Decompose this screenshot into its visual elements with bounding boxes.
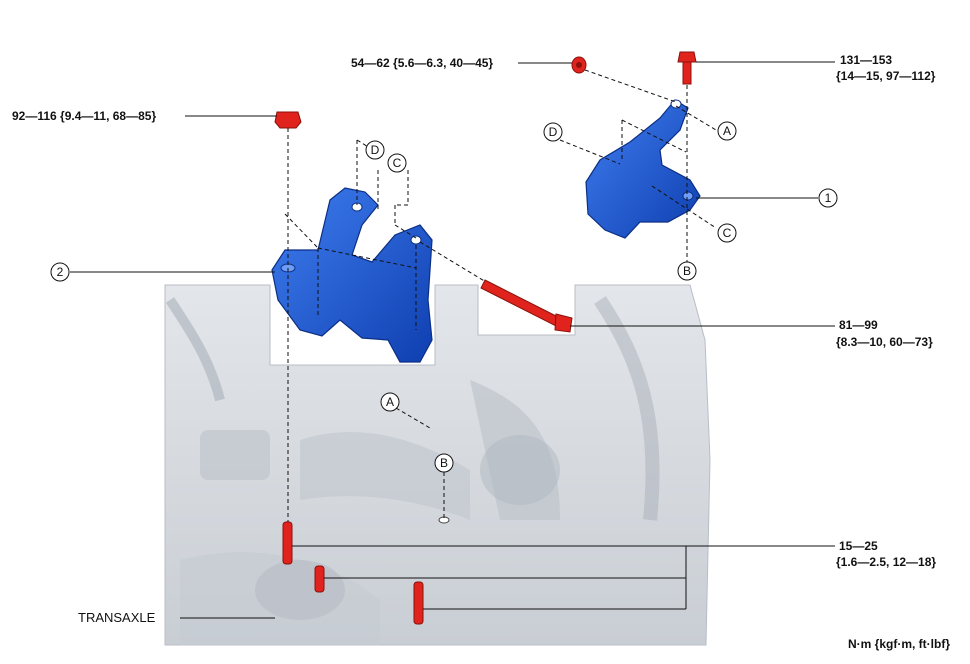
svg-text:D: D — [549, 125, 558, 139]
callout-c-right: C — [717, 223, 737, 243]
callout-a-bottom: A — [380, 392, 400, 412]
torque-label-nut-left: 92—116 {9.4—11, 68—85} — [12, 109, 156, 123]
dashed-lines — [284, 69, 717, 522]
callout-part-1: 1 — [818, 188, 838, 208]
engine-mount-bracket-part-2 — [271, 187, 433, 363]
svg-text:B: B — [683, 264, 691, 278]
callout-b-bottom: B — [434, 453, 454, 473]
svg-text:B: B — [440, 456, 448, 470]
svg-text:D: D — [371, 143, 380, 157]
svg-text:A: A — [386, 395, 394, 409]
units-label: N·m {kgf·m, ft·lbf} — [848, 637, 950, 651]
svg-text:2: 2 — [57, 265, 64, 279]
engine-mount-part-1 — [585, 99, 701, 239]
svg-text:1: 1 — [825, 191, 832, 205]
svg-text:C: C — [393, 156, 402, 170]
callout-c-left: C — [387, 153, 407, 173]
svg-text:C: C — [723, 226, 732, 240]
torque-labels: 54—62 {5.6—6.3, 40—45} 131—153 {14—15, 9… — [12, 53, 950, 651]
torque-label-bolt-top-line2: {14—15, 97—112} — [836, 69, 936, 83]
svg-text:A: A — [723, 124, 731, 138]
callout-b-top: B — [677, 261, 697, 281]
torque-label-long-bolt-line1: 81—99 — [839, 318, 878, 332]
nut-top-center — [571, 56, 587, 74]
callout-d-left: D — [365, 140, 385, 160]
bolt-top-right — [677, 51, 697, 85]
nut-left — [274, 111, 302, 129]
leader-lines — [70, 61, 835, 619]
callouts: A D 1 C B D C 2 — [50, 121, 838, 473]
callout-a-top: A — [717, 121, 737, 141]
callout-d-right: D — [543, 122, 563, 142]
torque-label-studs-line1: 15—25 — [839, 539, 878, 553]
transaxle-label: TRANSAXLE — [78, 610, 156, 625]
torque-label-bolt-top-line1: 131—153 — [840, 53, 892, 67]
long-bolt-mid — [480, 279, 573, 333]
torque-label-studs-line2: {1.6—2.5, 12—18} — [836, 555, 936, 569]
fasteners — [274, 51, 697, 625]
torque-label-long-bolt-line2: {8.3—10, 60—73} — [836, 335, 933, 349]
torque-label-nut-top: 54—62 {5.6—6.3, 40—45} — [351, 56, 493, 70]
callout-part-2: 2 — [50, 262, 70, 282]
